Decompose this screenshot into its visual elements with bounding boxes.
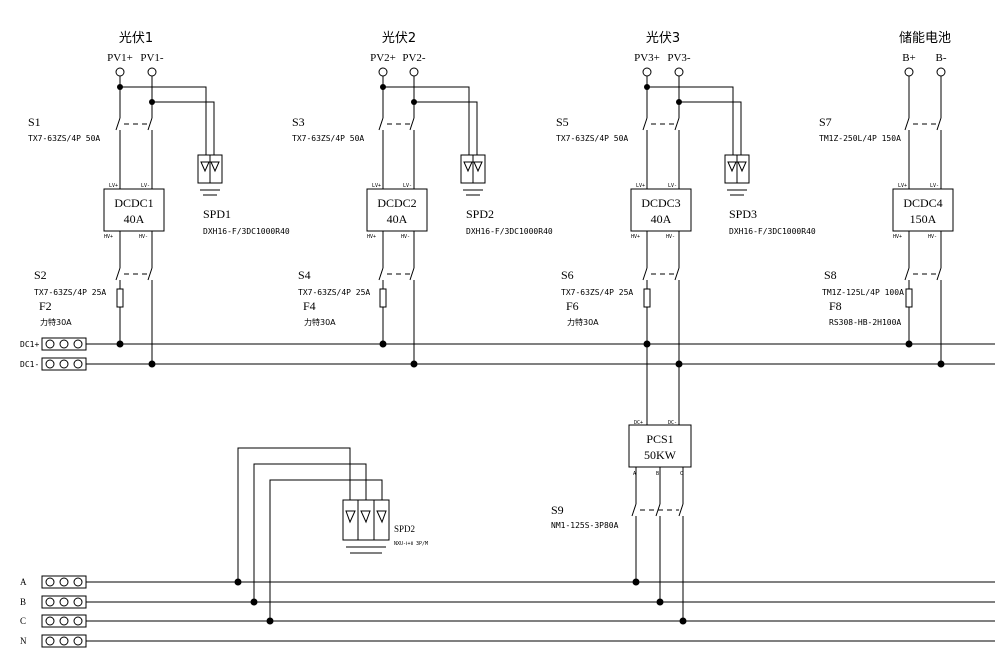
pv2-bottom-switch-label: S4 [298,268,311,282]
dcdc2-lv-pos: LV+ [372,183,381,189]
ac-spd-label: SPD2 [394,524,415,534]
dcdc3-name: DCDC3 [641,196,680,210]
junction-dots [116,84,945,625]
dcdc1-hv-pos: HV+ [104,234,113,240]
dcdc4-name: DCDC4 [903,196,942,210]
pv1-minus-label: PV1- [140,52,164,64]
fuse-f2-label: F2 [39,299,52,313]
pv3-top-switch-model: TX7-63ZS/4P 50A [556,134,628,143]
pcs-phase-b: B [656,471,659,477]
fuse-f8-label: F8 [829,299,842,313]
battery-minus-label: B- [936,52,947,64]
pv1-bottom-switch-label: S2 [34,268,47,282]
spd2-dc-label: SPD2 [466,207,494,221]
battery-title: 储能电池 [899,31,951,46]
dcdc1-lv-pos: LV+ [109,183,118,189]
ac-bus-a-label: A [20,577,27,587]
dcdc2-rating: 40A [387,212,408,226]
pv1-top-switch-label: S1 [28,115,41,129]
pcs-block [628,424,692,621]
dcdc3-lv-neg: LV- [668,183,677,189]
spd2-dc-model: DXH16-F/3DC1000R40 [466,227,553,236]
pcs-phase-c: C [680,471,683,477]
dcdc4-hv-pos: HV+ [893,234,902,240]
spd1-model: DXH16-F/3DC1000R40 [203,227,290,236]
dcdc1-name: DCDC1 [114,196,153,210]
pv3-bottom-switch-model: TX7-63ZS/4P 25A [561,288,633,297]
battery-column [892,67,954,364]
battery-bottom-switch-label: S8 [824,268,837,282]
pv3-minus-label: PV3- [667,52,691,64]
dcdc4-rating: 150A [910,212,937,226]
battery-plus-label: B+ [902,52,916,64]
pv3-top-switch-label: S5 [556,115,569,129]
ac-bus-n-label: N [20,636,27,646]
spd1-label: SPD1 [203,207,231,221]
dcdc1-lv-neg: LV- [141,183,150,189]
ac-spd-block [237,447,390,621]
pv3-bottom-switch-label: S6 [561,268,574,282]
pv3-column [630,67,750,425]
pv2-column [366,67,486,364]
battery-top-switch-label: S7 [819,115,832,129]
fuse-f2-model: 力特30A [40,317,72,327]
dcdc3-hv-neg: HV- [666,234,675,240]
pv3-title: 光伏3 [646,31,680,46]
dc-bus [41,337,995,371]
fuse-f4-model: 力特30A [304,317,336,327]
dcdc2-hv-pos: HV+ [367,234,376,240]
ac-spd-model: NXU-Ⅰ+Ⅱ 3P/M [394,541,428,547]
battery-bottom-switch-model: TM1Z-125L/4P 100A [822,288,904,297]
dcdc1-hv-neg: HV- [139,234,148,240]
pv1-column [103,67,223,364]
spd3-model: DXH16-F/3DC1000R40 [729,227,816,236]
ac-bus [41,575,995,648]
dcdc3-hv-pos: HV+ [631,234,640,240]
ac-bus-c-label: C [20,616,26,626]
dcdc3-rating: 40A [651,212,672,226]
pv2-plus-label: PV2+ [370,52,396,64]
battery-top-switch-model: TM1Z-250L/4P 150A [819,134,901,143]
fuse-f6-model: 力特30A [567,317,599,327]
pcs-phase-a: A [633,471,636,477]
dcdc4-lv-neg: LV- [930,183,939,189]
pv2-top-switch-label: S3 [292,115,305,129]
spd3-label: SPD3 [729,207,757,221]
pcs-name: PCS1 [646,432,673,446]
dc-bus-pos-label: DC1+ [20,340,39,349]
fuse-f4-label: F4 [303,299,316,313]
dcdc4-lv-pos: LV+ [898,183,907,189]
dcdc3-lv-pos: LV+ [636,183,645,189]
pv2-top-switch-model: TX7-63ZS/4P 50A [292,134,364,143]
pv2-bottom-switch-model: TX7-63ZS/4P 25A [298,288,370,297]
pcs-dc-neg: DC- [668,420,677,426]
fuse-f6-label: F6 [566,299,579,313]
dcdc1-rating: 40A [124,212,145,226]
dcdc2-name: DCDC2 [377,196,416,210]
pv1-top-switch-model: TX7-63ZS/4P 50A [28,134,100,143]
pcs-switch-label: S9 [551,503,564,517]
pv1-title: 光伏1 [119,31,153,46]
dcdc2-hv-neg: HV- [401,234,410,240]
pv3-plus-label: PV3+ [634,52,660,64]
dc-bus-neg-label: DC1- [20,360,39,369]
fuse-f8-model: RS308-HB-2H100A [829,318,901,327]
dcdc4-hv-neg: HV- [928,234,937,240]
dcdc2-lv-neg: LV- [403,183,412,189]
pv1-bottom-switch-model: TX7-63ZS/4P 25A [34,288,106,297]
pcs-switch-model: NM1-125S-3P80A [551,521,619,530]
pcs-dc-pos: DC+ [634,420,643,426]
ac-bus-b-label: B [20,597,26,607]
pv2-title: 光伏2 [382,31,416,46]
pv1-plus-label: PV1+ [107,52,133,64]
pcs-rating: 50KW [644,448,677,462]
pv2-minus-label: PV2- [402,52,426,64]
